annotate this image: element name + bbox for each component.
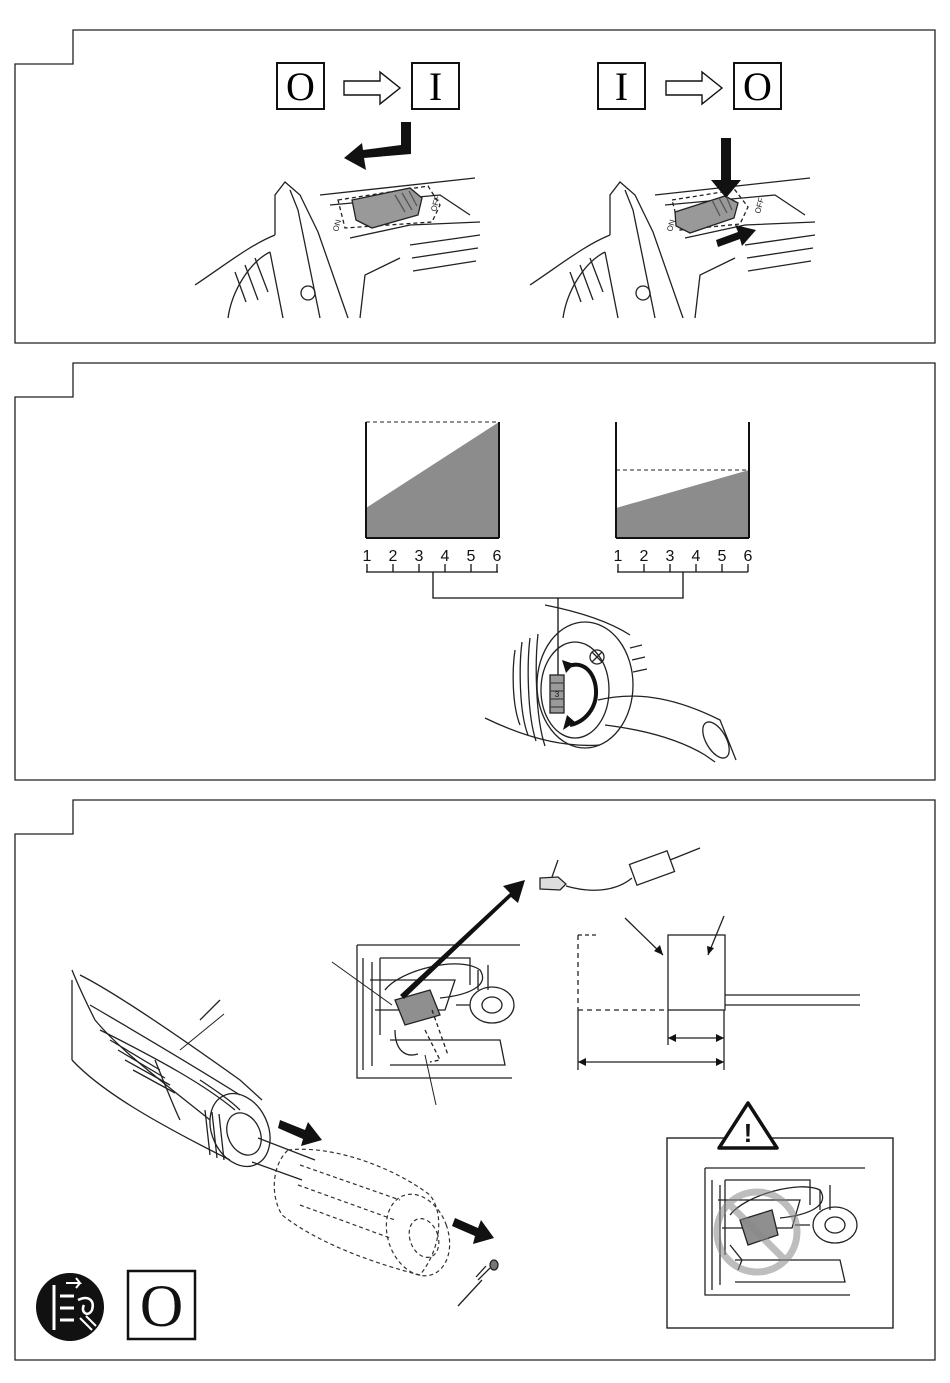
warning-mark: ! xyxy=(744,1118,753,1148)
leader-line xyxy=(180,1014,224,1050)
warning-inset: ! xyxy=(667,1103,893,1328)
off-symbol-box: O xyxy=(140,1273,183,1339)
screw-icon xyxy=(458,1260,498,1306)
grinder-body-illustration xyxy=(72,970,315,1180)
pull-out-arrow-icon xyxy=(400,880,525,999)
brush-wear-limit-diagram xyxy=(578,916,860,1070)
remove-cover-arrow-icon xyxy=(278,1120,322,1146)
remove-screw-arrow-icon xyxy=(452,1218,494,1244)
carbon-brush-icon xyxy=(540,848,700,890)
rear-cover-dashed xyxy=(274,1149,460,1284)
leader-line xyxy=(332,962,392,1005)
unplug-icon xyxy=(36,1273,104,1341)
